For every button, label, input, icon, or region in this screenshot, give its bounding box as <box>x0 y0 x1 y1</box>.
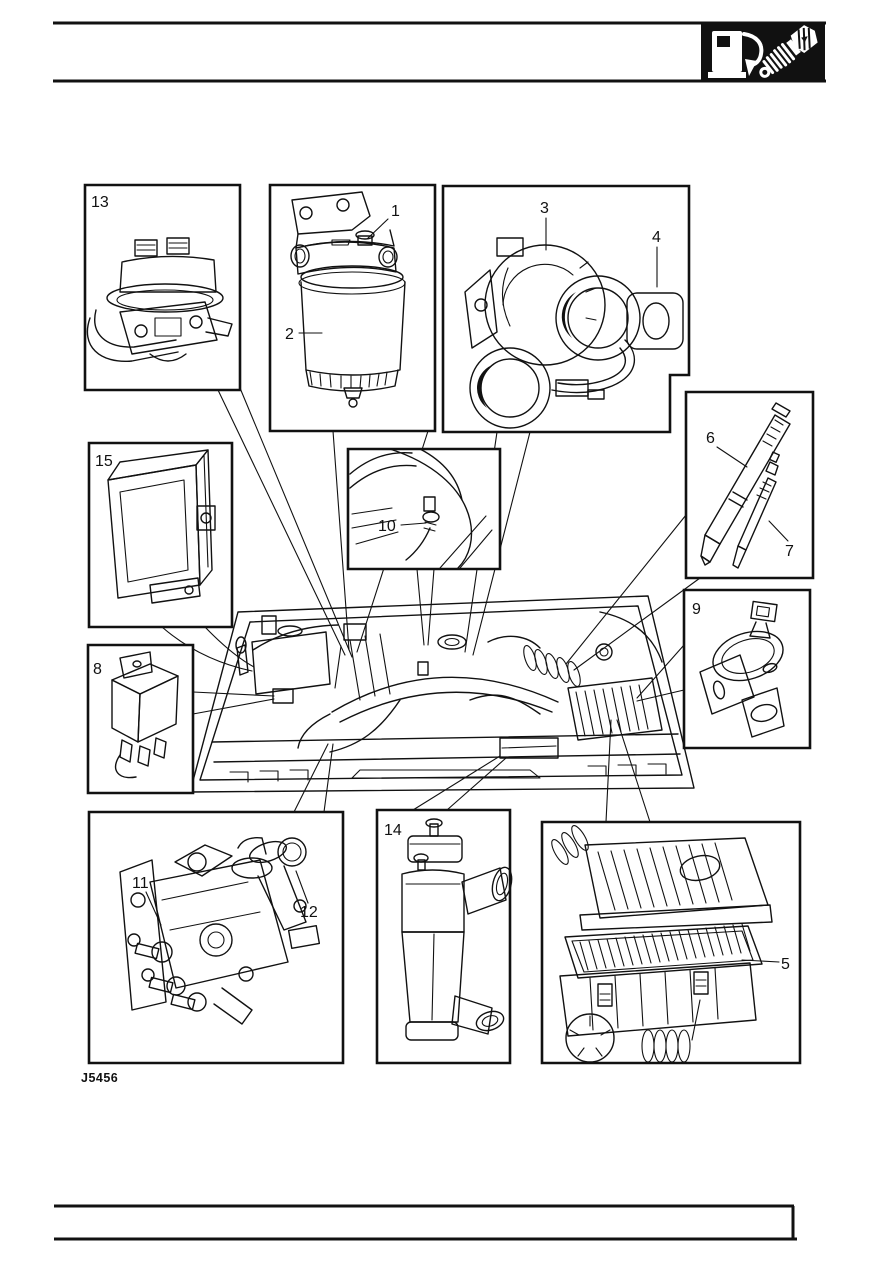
callout-10: 10 <box>378 518 396 535</box>
part-box-relay: 8 <box>88 645 193 793</box>
callout-5: 5 <box>781 956 790 973</box>
glow-plug-illustration <box>733 452 779 568</box>
leader-box9 <box>637 645 684 701</box>
figure-code: J5456 <box>81 1071 118 1085</box>
leader-box15 <box>162 627 254 671</box>
callout-13: 13 <box>91 194 109 211</box>
callout-4: 4 <box>652 229 661 246</box>
callout-11: 11 <box>132 875 149 892</box>
ecu-illustration <box>108 450 215 603</box>
part-box-cooler: 14 <box>377 810 515 1063</box>
leader-lines <box>162 388 700 822</box>
engine-bay-illustration <box>190 596 694 792</box>
fuel-pump-icon <box>708 31 761 78</box>
part-box-filter: 1 2 <box>270 185 435 431</box>
fuel-injector-illustration <box>701 403 790 565</box>
callout-14: 14 <box>384 822 402 839</box>
callout-7: 7 <box>785 543 794 560</box>
callout-6: 6 <box>706 430 715 447</box>
page-footer <box>54 1206 797 1239</box>
leader-box8 <box>193 692 274 714</box>
fuel-filter-illustration <box>291 192 405 407</box>
fuel-cooler-illustration <box>402 819 515 1040</box>
part-box-egr: 9 <box>684 590 810 748</box>
leader-box10 <box>417 569 434 645</box>
glow-plug-icon <box>754 25 818 82</box>
injection-pump-illustration <box>120 838 319 1024</box>
callout-9: 9 <box>692 601 701 618</box>
header-icon-panel <box>701 22 825 82</box>
leader-injector-box <box>566 515 700 670</box>
turbocharger-illustration <box>465 238 683 428</box>
part-box-turbo: 3 4 <box>443 186 689 432</box>
callout-15: 15 <box>95 453 113 470</box>
part-box-ecu: 15 <box>89 443 232 627</box>
page-header <box>53 22 826 82</box>
egr-valve-illustration <box>700 601 789 737</box>
callout-12: 12 <box>300 904 318 921</box>
air-cleaner-illustration <box>549 823 772 1062</box>
callout-1: 1 <box>391 203 400 220</box>
leader-aircleaner-box <box>606 720 650 822</box>
part-box-closeup: 10 <box>348 449 500 569</box>
callout-3: 3 <box>540 200 549 217</box>
part-box-aircleaner: 5 <box>542 822 800 1063</box>
relay-illustration <box>112 652 178 778</box>
part-box-pump: 11 12 <box>89 812 343 1063</box>
callout-2: 2 <box>285 326 294 343</box>
callout-8: 8 <box>93 661 102 678</box>
leader-cooler-box <box>413 756 506 810</box>
fuel-lift-pump-illustration <box>87 238 232 361</box>
leader-pump-box <box>294 744 333 812</box>
part-box-injector: 6 7 <box>686 392 813 578</box>
sensor-closeup-illustration <box>350 449 492 568</box>
part-box-13: 13 <box>85 185 240 390</box>
leader-box13 <box>218 388 352 657</box>
